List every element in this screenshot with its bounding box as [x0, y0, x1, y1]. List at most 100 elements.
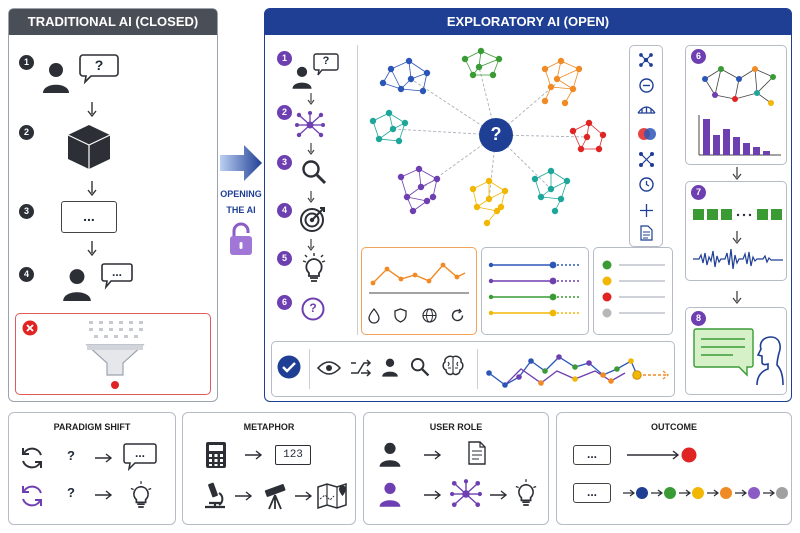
document-icon: [468, 441, 486, 465]
restriction-box: [15, 313, 211, 395]
calculator-icon: [206, 442, 226, 468]
eye-icon[interactable]: [316, 360, 342, 376]
lightbulb-icon: [515, 479, 537, 506]
flow-arrow: [235, 491, 253, 501]
search-icon[interactable]: [410, 357, 430, 377]
transition-label: OPENING THE AI: [218, 186, 264, 218]
shuffle-icon[interactable]: [350, 359, 372, 377]
paradigm-shift-title: PARADIGM SHIFT: [53, 422, 131, 432]
question-mark: ?: [67, 448, 75, 463]
transition-label-line2: THE AI: [226, 205, 256, 215]
transition-label-line1: OPENING: [220, 189, 262, 199]
flow-arrow: [95, 453, 113, 463]
speech-bubble-icon: [79, 54, 119, 85]
flow-arrow: [307, 191, 315, 203]
document-icon: [640, 225, 653, 241]
scatter-icon: [639, 152, 655, 168]
step-badge: 7: [691, 185, 706, 200]
funnel-icon: [85, 321, 145, 389]
cluster-teal: [369, 109, 409, 145]
token-sequence: [693, 209, 782, 220]
cluster-yellow: [469, 177, 509, 227]
central-question-mark: ?: [490, 124, 502, 144]
metaphor-panel: METAPHOR 123: [182, 412, 356, 525]
user-role-panel: USER ROLE: [363, 412, 549, 525]
bridge-icon: [637, 106, 656, 114]
parameter-sliders[interactable]: [487, 257, 583, 327]
speech-bubble-icon: [101, 263, 133, 290]
cluster-blue: [379, 57, 431, 95]
flow-arrow: [627, 450, 680, 460]
knowledge-network-diagram: [369, 47, 607, 227]
option-toggles[interactable]: [599, 257, 669, 327]
venn-icon: [638, 128, 656, 140]
cube-icon: [67, 125, 111, 169]
network-small-icon: [639, 53, 653, 67]
question-circle-icon: [301, 297, 325, 321]
transition-arrow-icon: [220, 145, 262, 181]
cluster-purple: [397, 165, 441, 215]
flow-arrow: [245, 450, 263, 460]
speech-bubble-icon: [123, 443, 157, 472]
exploratory-ai-panel: EXPLORATORY AI (OPEN) 1 2 3 4 5 6 ? ?: [264, 8, 792, 402]
output-box: ...: [61, 201, 117, 233]
flow-arrow: [87, 102, 97, 118]
clock-icon: [639, 177, 654, 192]
user-role-title: USER ROLE: [429, 422, 483, 432]
question-mark: ?: [67, 485, 75, 500]
traditional-ai-panel: TRADITIONAL AI (CLOSED) 1 2 3 4 ? ... ..…: [8, 8, 218, 402]
metaphor-title: METAPHOR: [243, 422, 295, 432]
step-badge: 3: [19, 204, 34, 219]
step-badge: 2: [277, 105, 292, 120]
map-icon: [317, 482, 347, 510]
toolbar-divider: [477, 349, 478, 389]
user-icon: [292, 66, 312, 89]
outcome-input-box: ...: [573, 445, 611, 465]
step-badge: 1: [19, 55, 34, 70]
flow-arrow: [307, 239, 315, 251]
multiple-outcomes-path: [623, 487, 788, 499]
explanation-bubble-icon: [693, 328, 754, 377]
toolbar-divider: [309, 349, 310, 389]
minus-circle-icon: [639, 78, 654, 93]
lightbulb-icon: [302, 253, 326, 282]
step-badge: 4: [277, 203, 292, 218]
answer-dots: ...: [134, 446, 145, 460]
step-badge: 5: [277, 251, 292, 266]
lightbulb-icon: [130, 481, 152, 508]
cycle-icon: [22, 447, 42, 469]
answer-dots: ...: [111, 265, 122, 279]
exploration-path-chart: [486, 354, 670, 388]
outcome-input-box: ...: [573, 483, 611, 503]
user-icon: [63, 269, 91, 301]
telescope-icon: [264, 484, 286, 510]
flow-arrow: [307, 93, 315, 105]
flow-arrow: [732, 291, 742, 305]
central-question-node: [479, 118, 513, 152]
user-icon: [382, 358, 398, 377]
check-icon[interactable]: [277, 355, 301, 379]
step-badge: 6: [277, 295, 292, 310]
waveform-icon: [693, 248, 783, 270]
microscope-icon: [205, 482, 225, 509]
network-icon: [450, 479, 482, 508]
outcome-title: OUTCOME: [651, 422, 697, 432]
insight-network-diagram: [702, 66, 776, 106]
step-badge: 4: [19, 267, 34, 282]
cluster-orange: [541, 57, 583, 107]
speech-bubble-icon: [313, 53, 339, 76]
step-badge: 2: [19, 125, 34, 140]
question-mark: ?: [309, 301, 317, 315]
flow-arrow: [424, 490, 442, 500]
brain-icon: [442, 355, 464, 376]
flow-arrow: [732, 231, 742, 245]
cluster-red: [569, 119, 607, 153]
globe-icon: [422, 308, 437, 323]
network-icon: [295, 111, 325, 138]
user-icon: [379, 482, 401, 507]
flow-arrow: [424, 450, 442, 460]
refresh-icon: [451, 308, 464, 322]
cluster-green: [461, 47, 503, 79]
trend-line-chart: [369, 262, 469, 294]
exploratory-ai-title: EXPLORATORY AI (OPEN): [265, 9, 791, 35]
